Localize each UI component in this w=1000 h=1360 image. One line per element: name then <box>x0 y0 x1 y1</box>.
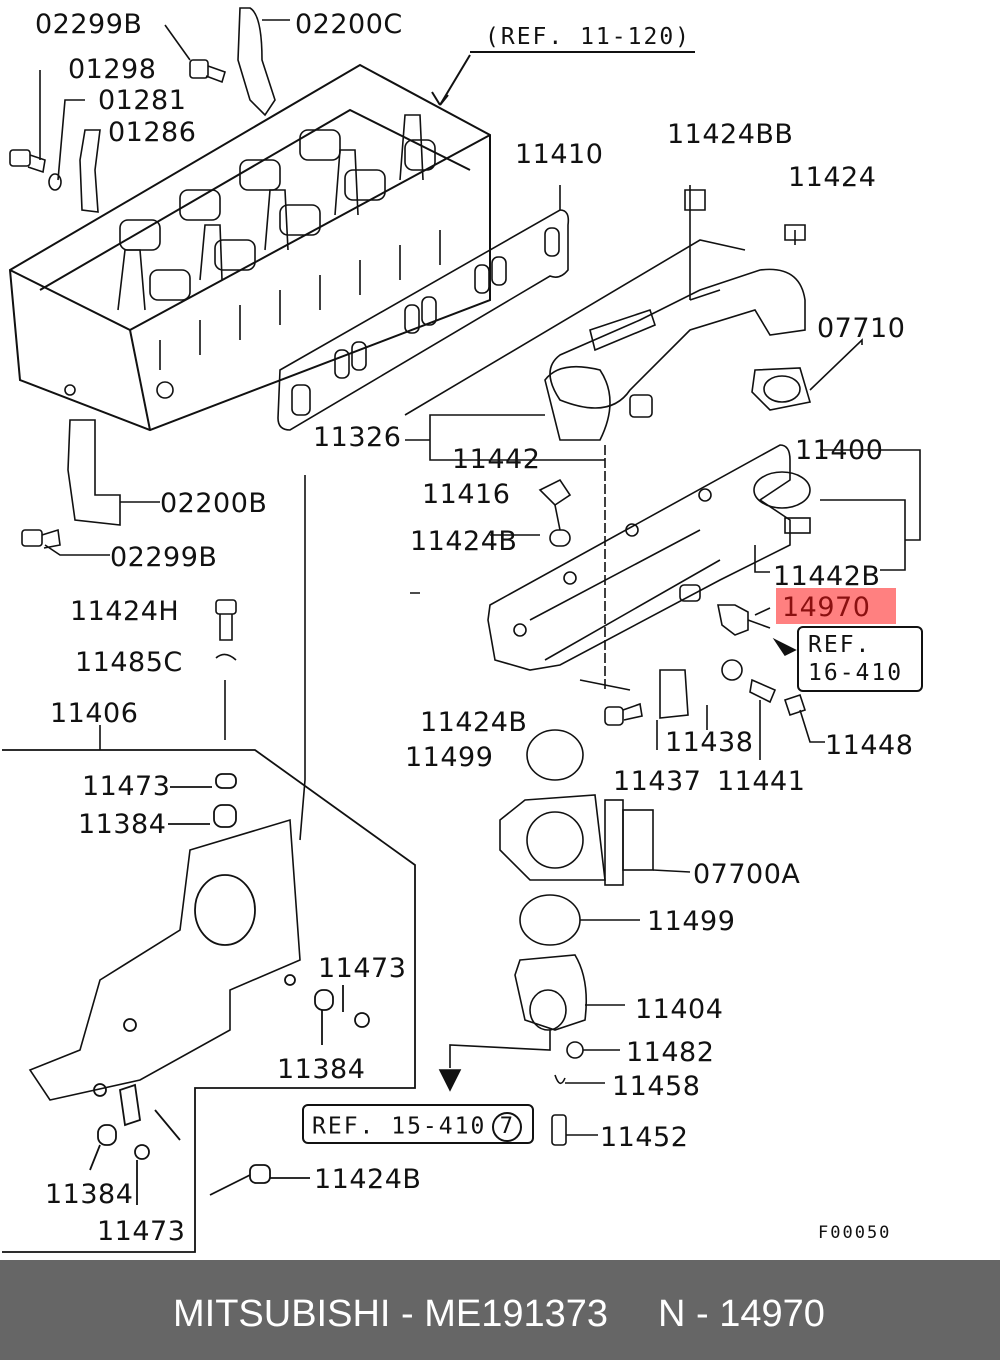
part-label-11482[interactable]: 11482 <box>626 1037 715 1068</box>
bracket-11406-drawing <box>2 749 416 1253</box>
part-label-11404[interactable]: 11404 <box>635 994 724 1025</box>
part-label-11437[interactable]: 11437 <box>613 766 702 797</box>
part-label-11410[interactable]: 11410 <box>515 139 604 170</box>
throttle-body-drawing <box>438 729 691 1146</box>
part-label-11473[interactable]: 11473 <box>97 1216 186 1247</box>
part-label-11424[interactable]: 11424 <box>788 162 877 193</box>
part-label-11416[interactable]: 11416 <box>422 479 511 510</box>
part-label-01281[interactable]: 01281 <box>98 85 187 116</box>
highlight-box <box>776 588 896 624</box>
reference-16-410-line2: 16-410 <box>808 660 904 686</box>
part-label-11473[interactable]: 11473 <box>318 953 407 984</box>
part-label-11442B[interactable]: 11442B <box>773 561 881 592</box>
part-label-11424B[interactable]: 11424B <box>420 707 528 738</box>
circled-number: 7 <box>492 1112 523 1142</box>
part-label-07700A[interactable]: 07700A <box>693 859 801 890</box>
fasteners-drawing <box>9 7 807 726</box>
part-label-11384[interactable]: 11384 <box>45 1179 134 1210</box>
part-label-11384[interactable]: 11384 <box>277 1054 366 1085</box>
part-label-01286[interactable]: 01286 <box>108 117 197 148</box>
part-label-11458[interactable]: 11458 <box>612 1071 701 1102</box>
part-label-11424H[interactable]: 11424H <box>70 596 180 627</box>
part-label-11448[interactable]: 11448 <box>825 730 914 761</box>
footer-brand-part: MITSUBISHI - ME191373 <box>173 1293 609 1335</box>
part-label-02200C[interactable]: 02200C <box>295 9 403 40</box>
part-label-11473[interactable]: 11473 <box>82 771 171 802</box>
part-label-11499[interactable]: 11499 <box>647 906 736 937</box>
part-label-02299B[interactable]: 02299B <box>35 9 143 40</box>
part-label-11485C[interactable]: 11485C <box>75 647 183 678</box>
part-label-11438[interactable]: 11438 <box>665 727 754 758</box>
part-label-11499[interactable]: 11499 <box>405 742 494 773</box>
reference-11-120[interactable]: (REF. 11-120) <box>485 24 692 50</box>
part-label-11442[interactable]: 11442 <box>452 444 541 475</box>
part-label-07710[interactable]: 07710 <box>817 313 906 344</box>
part-label-11406[interactable]: 11406 <box>50 698 139 729</box>
exploded-parts-drawing <box>2 7 921 1253</box>
part-label-11452[interactable]: 11452 <box>600 1122 689 1153</box>
reference-16-410-line1: REF. <box>808 632 872 658</box>
leader-lines <box>99 414 921 841</box>
part-label-11326[interactable]: 11326 <box>313 422 402 453</box>
cylinder-head-drawing <box>8 51 695 432</box>
part-label-01298[interactable]: 01298 <box>68 54 157 85</box>
part-label-11441[interactable]: 11441 <box>717 766 806 797</box>
part-label-02200B[interactable]: 02200B <box>160 488 268 519</box>
reference-15-410-text: REF. 15-410 <box>312 1113 487 1140</box>
part-label-14970-highlighted[interactable]: 14970 <box>782 592 871 623</box>
reference-box-15-410[interactable] <box>302 1104 534 1144</box>
part-label-11424BB[interactable]: 11424BB <box>667 119 794 150</box>
gasket-11410-drawing <box>277 185 570 431</box>
footer-bar <box>0 1260 1000 1360</box>
part-label-11400[interactable]: 11400 <box>795 435 884 466</box>
part-label-11424B[interactable]: 11424B <box>314 1164 422 1195</box>
reference-box-16-410[interactable] <box>797 626 923 692</box>
gasket-07710-drawing <box>751 338 863 411</box>
figure-code: F00050 <box>818 1223 892 1243</box>
footer-part-number: N - 14970 <box>658 1293 825 1335</box>
part-label-11424B[interactable]: 11424B <box>410 526 518 557</box>
part-label-02299B[interactable]: 02299B <box>110 542 218 573</box>
part-label-11384[interactable]: 11384 <box>78 809 167 840</box>
intake-manifold-drawing <box>487 444 811 691</box>
egr-pipe-drawing <box>404 185 806 441</box>
